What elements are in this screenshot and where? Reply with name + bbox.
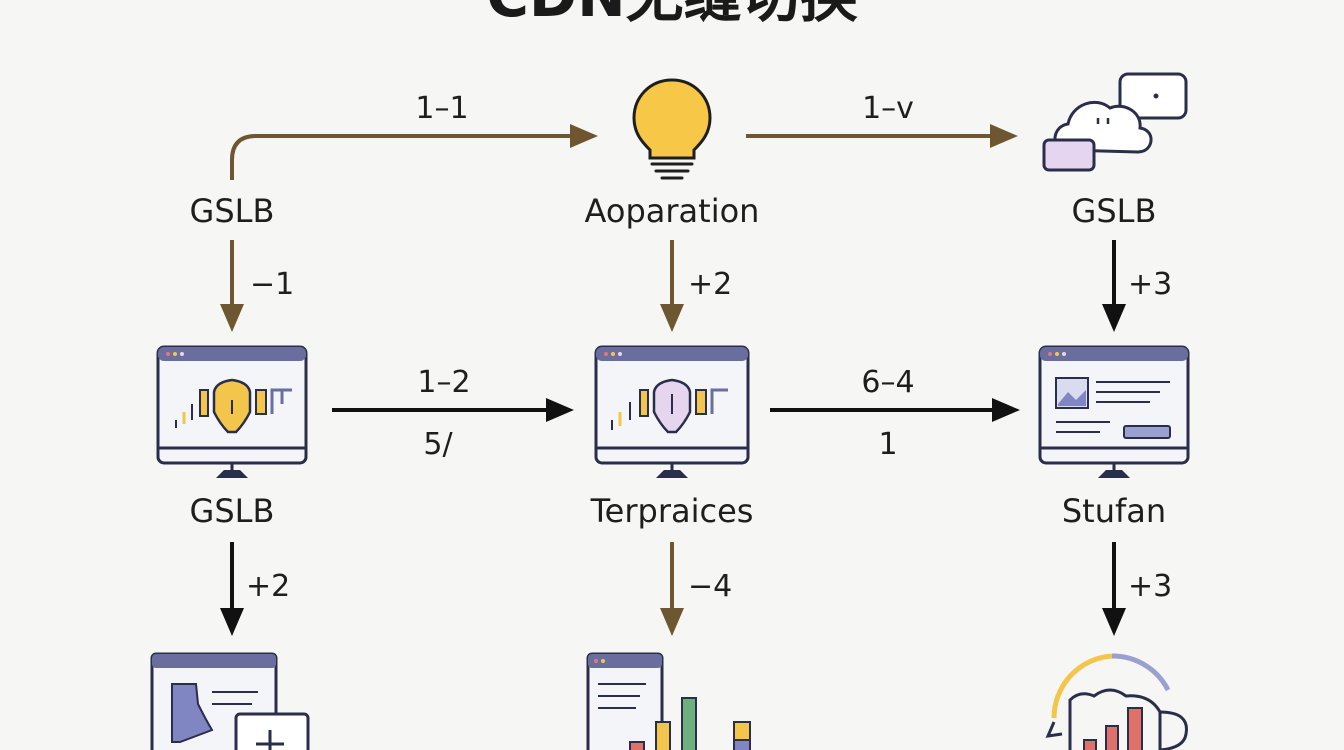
- edge-label-center-down-1: +2: [688, 267, 732, 302]
- node-label-gslb-right: GSLB: [1072, 192, 1157, 230]
- bulb-icon: [632, 78, 712, 180]
- edge-label-mid-right-top: 6–4: [861, 365, 914, 400]
- edge-label-top-right: 1–v: [862, 91, 914, 126]
- node-label-gslb-mid-left: GSLB: [190, 492, 275, 530]
- edge-mid-right: [770, 398, 1020, 422]
- edge-center-down-1: [660, 240, 684, 332]
- edge-center-down-2: [660, 542, 684, 636]
- bar-chart-icon: [586, 652, 751, 750]
- monitor-icon: [156, 345, 308, 478]
- cloud-icon: [1042, 72, 1188, 172]
- edge-label-mid-left-top: 1–2: [417, 365, 470, 400]
- node-label-terpraices: Terpraices: [590, 492, 754, 530]
- monitor-icon: [594, 345, 750, 478]
- edge-label-left-down-1: −1: [250, 267, 294, 302]
- edge-right-down-2: [1102, 542, 1126, 636]
- edge-label-left-down-2: +2: [246, 569, 290, 604]
- diagram-title: CDN无缝切换: [0, 0, 1344, 26]
- gauge-chart-icon: [1045, 653, 1188, 750]
- edge-label-center-down-2: −4: [688, 569, 732, 604]
- edge-mid-left: [332, 398, 574, 422]
- edge-right-down-1: [1102, 240, 1126, 332]
- node-label-gslb-left: GSLB: [190, 192, 275, 230]
- edge-left-down-2: [220, 542, 244, 636]
- monitor-icon: [1038, 345, 1190, 478]
- edge-label-right-down-1: +3: [1128, 267, 1172, 302]
- edge-label-right-down-2: +3: [1128, 569, 1172, 604]
- node-label-stufan: Stufan: [1062, 492, 1166, 530]
- edge-top-left: [230, 124, 598, 180]
- node-label-aoparation: Aoparation: [585, 192, 760, 230]
- edge-label-mid-right-bottom: 1: [878, 427, 897, 462]
- edge-top-right: [746, 124, 1018, 148]
- edge-label-mid-left-bottom: 5/: [423, 427, 453, 462]
- edge-label-top-left: 1–1: [415, 91, 468, 126]
- edge-left-down-1: [220, 240, 244, 332]
- document-icon: [150, 652, 310, 750]
